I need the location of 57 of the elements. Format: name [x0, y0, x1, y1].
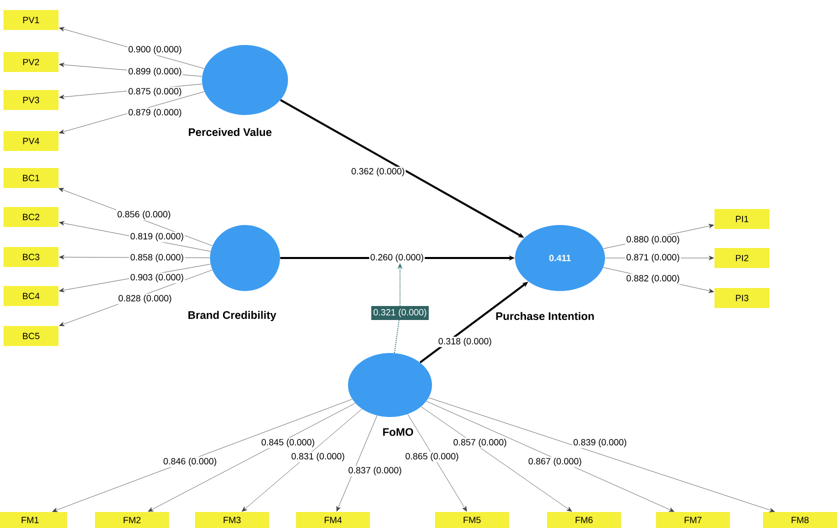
edge-label: 0.899 (0.000) [127, 66, 183, 78]
edge-label: 0.260 (0.000) [369, 252, 425, 264]
indicator-box: BC4 [4, 286, 58, 306]
arrow [428, 398, 775, 512]
indicator-box: PV3 [4, 90, 58, 110]
edge-label: 0.882 (0.000) [625, 274, 681, 284]
edge-label: 0.867 (0.000) [527, 456, 583, 468]
indicator-box: PI2 [714, 248, 770, 268]
indicator-box: PV2 [4, 52, 58, 72]
construct-label: Perceived Value [188, 128, 272, 136]
arrow [59, 91, 204, 134]
indicator-box: PV1 [4, 10, 58, 30]
indicator-box: FM3 [195, 512, 269, 528]
edge-label: 0.900 (0.000) [127, 44, 183, 56]
arrow [408, 414, 467, 512]
indicator-box: BC2 [4, 207, 58, 227]
arrow [426, 401, 674, 512]
edge-label: 0.856 (0.000) [116, 210, 172, 220]
indicator-box: FM6 [547, 512, 621, 528]
indicator-box: PV4 [4, 131, 58, 151]
construct-label: Purchase Intention [496, 312, 594, 320]
edge-label: 0.819 (0.000) [129, 232, 185, 242]
edge-label: 0.857 (0.000) [452, 438, 508, 448]
edge-label: 0.318 (0.000) [437, 336, 493, 348]
path-coefficient-box: 0.321 (0.000) [371, 306, 429, 320]
edge-label: 0.831 (0.000) [290, 452, 346, 462]
indicator-box: BC5 [4, 326, 58, 346]
indicator-box: BC3 [4, 247, 58, 267]
indicator-box: PI3 [714, 288, 770, 308]
edge-label: 0.837 (0.000) [347, 466, 403, 476]
edge-label: 0.846 (0.000) [162, 456, 218, 468]
edge-label: 0.875 (0.000) [127, 86, 183, 98]
indicator-box: FM4 [296, 512, 370, 528]
edge-label: 0.845 (0.000) [260, 438, 316, 448]
edge-label: 0.903 (0.000) [129, 272, 185, 284]
indicator-box: FM1 [0, 512, 67, 528]
indicator-box: FM5 [435, 512, 509, 528]
construct-label: Brand Credibility [188, 310, 276, 322]
indicator-box: FM7 [656, 512, 730, 528]
edge-label: 0.839 (0.000) [572, 438, 628, 448]
edge-label: 0.865 (0.000) [404, 452, 460, 462]
indicator-box: FM8 [763, 512, 837, 528]
edge-label: 0.362 (0.000) [350, 166, 406, 178]
indicator-box: FM2 [95, 512, 169, 528]
edge-label: 0.879 (0.000) [127, 108, 183, 118]
edge-label: 0.880 (0.000) [625, 234, 681, 246]
construct-label: FoMO [383, 428, 414, 436]
edge-label: 0.828 (0.000) [117, 294, 173, 304]
arrow [52, 399, 352, 512]
edge-label: 0.871 (0.000) [625, 252, 681, 264]
indicator-box: BC1 [4, 168, 58, 188]
arrow [242, 408, 362, 512]
indicator-box: PI1 [714, 209, 770, 229]
arrow [148, 403, 356, 512]
arrow [420, 406, 572, 512]
edge-label: 0.858 (0.000) [129, 252, 185, 264]
arrow [336, 415, 378, 512]
